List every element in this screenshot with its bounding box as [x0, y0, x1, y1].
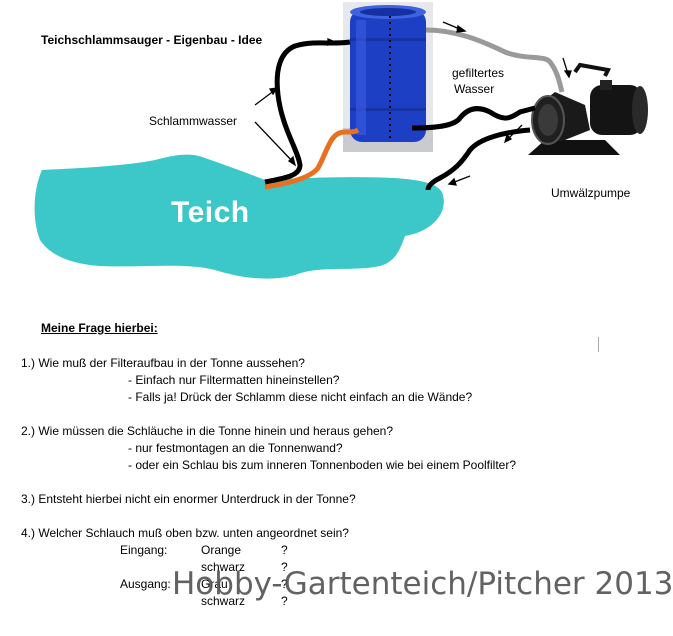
question-1-a: - Einfach nur Filtermatten hineinstellen… [128, 373, 340, 387]
question-mark-2: ? [281, 560, 288, 574]
question-4: 4.) Welcher Schlauch muß oben bzw. unten… [21, 526, 349, 540]
label-eingang: Eingang: [120, 543, 168, 557]
question-3: 3.) Entsteht hierbei nicht ein enormer U… [21, 492, 356, 506]
question-mark-1: ? [281, 543, 288, 557]
hose-black-outlet [411, 105, 536, 131]
barrel [350, 5, 426, 142]
label-gefiltertes: gefiltertes [452, 66, 505, 80]
diagram-title: Teichschlammsauger - Eigenbau - Idee [41, 33, 263, 47]
hose-black-intake [264, 39, 351, 185]
question-2-a: - nur festmontagen an die Tonnenwand? [128, 441, 343, 455]
label-teich: Teich [171, 196, 250, 229]
text-cursor [598, 337, 599, 352]
label-umwaelzpumpe: Umwälzpumpe [551, 186, 631, 200]
question-mark-3: ? [281, 577, 288, 591]
hose-gray [425, 27, 565, 93]
pump [528, 62, 648, 155]
hose-orange [264, 127, 360, 190]
question-1: 1.) Wie muß der Filteraufbau in der Tonn… [21, 356, 305, 370]
question-2-b: - oder ein Schlau bis zum inneren Tonnen… [128, 458, 517, 472]
value-grau: Grau [201, 577, 228, 591]
diagram-illustration [34, 2, 648, 279]
value-schwarz-2: schwarz [201, 594, 246, 608]
flow-arrows [254, 21, 572, 186]
question-2: 2.) Wie müssen die Schläuche in die Tonn… [21, 424, 394, 438]
label-schlammwasser: Schlammwasser [149, 114, 238, 128]
questions-heading: Meine Frage hierbei: [41, 321, 158, 335]
hose-black-return [425, 127, 531, 191]
watermark: Hobby-Gartenteich/Pitcher 2013 [172, 566, 673, 602]
label-wasser: Wasser [454, 82, 495, 96]
label-ausgang: Ausgang: [120, 577, 171, 591]
value-schwarz-1: schwarz [201, 560, 246, 574]
pond-shape [34, 154, 444, 279]
question-1-b: - Falls ja! Drück der Schlamm diese nich… [128, 390, 473, 404]
question-mark-4: ? [281, 594, 288, 608]
value-orange: Orange [201, 543, 242, 557]
